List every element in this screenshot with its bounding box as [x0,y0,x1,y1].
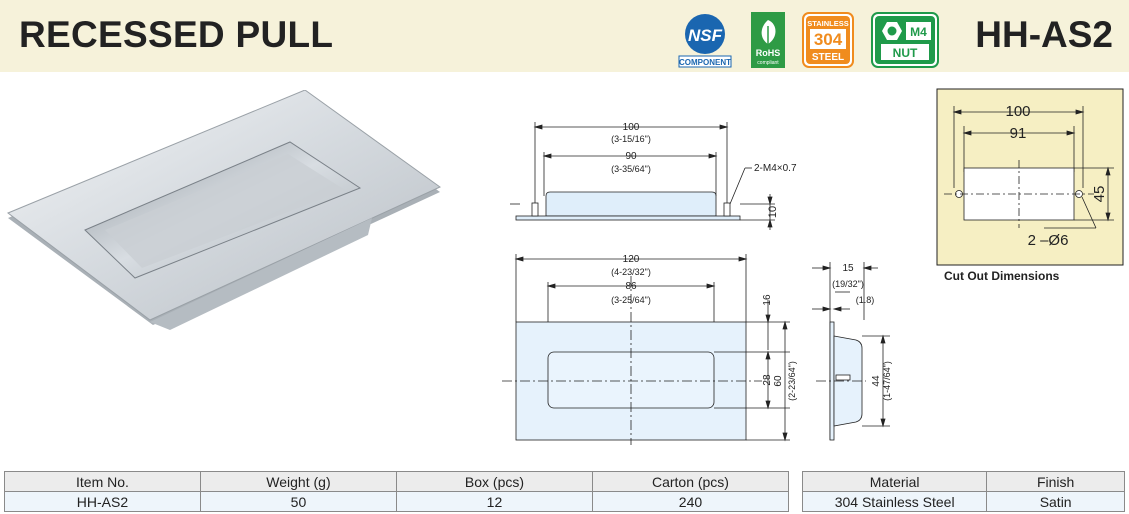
dim-end-44: 44 [871,375,882,387]
dim-front-28: 28 [762,374,773,386]
dim-side-10: 10 [767,206,779,218]
dim-front-60-inch: (2-23/64") [787,361,797,401]
material-table: Material Finish 304 Stainless Steel Sati… [801,471,1125,512]
material-table-row: 304 Stainless Steel Satin [801,491,1125,512]
cell-item-no: HH-AS2 [4,491,201,512]
page-title: RECESSED PULL [19,14,334,55]
model-number: HH-AS2 [975,14,1113,55]
spec-table-header: Item No. Weight (g) Box (pcs) Carton (pc… [4,471,790,492]
nsf-component-icon: NSF COMPONENT [678,14,732,68]
cutout-caption: Cut Out Dimensions [944,269,1060,283]
dim-side-100: 100 [623,122,640,133]
header-carton: Carton (pcs) [591,471,790,492]
stainless-304-steel-icon: STAINLESS 304 STEEL [802,12,854,68]
header-item-no: Item No. [4,471,201,492]
dim-front-16: 16 [762,294,773,306]
svg-text:STEEL: STEEL [812,52,844,63]
header-weight: Weight (g) [199,471,397,492]
cell-carton: 240 [591,491,790,512]
svg-text:NSF: NSF [688,26,723,45]
spec-table-row: HH-AS2 50 12 240 [4,491,790,512]
dim-front-120-inch: (4-23/32") [611,267,651,277]
spec-table: Item No. Weight (g) Box (pcs) Carton (pc… [4,471,790,512]
dim-end-15: 15 [842,263,854,274]
header-box: Box (pcs) [395,471,593,492]
cutout-dim-91: 91 [1010,125,1027,142]
svg-text:compliant: compliant [757,60,779,66]
cell-finish: Satin [986,491,1125,512]
dim-side-90: 90 [625,151,637,162]
svg-text:COMPONENT: COMPONENT [679,58,731,67]
technical-drawing: 100 (3-15/16") 90 (3-35/64") 2-M4×0.7 10… [502,122,892,445]
dim-front-86-inch: (3-25/64") [611,295,651,305]
svg-text:304: 304 [814,30,843,49]
cutout-dimensions-panel: 100 91 45 2 –Ø6 [936,88,1124,266]
dim-end-1-8: (1.8) [856,295,875,305]
cell-box: 12 [395,491,593,512]
header-band [0,0,1129,72]
cell-weight: 50 [199,491,397,512]
dim-end-15-inch: (19/32") [832,279,864,289]
svg-text:M4: M4 [910,25,927,39]
dim-side-100-inch: (3-15/16") [611,134,651,144]
dim-front-60: 60 [773,375,784,387]
cell-material: 304 Stainless Steel [801,491,988,512]
material-table-header: Material Finish [801,471,1125,492]
cutout-holes: 2 –Ø6 [1028,232,1069,249]
product-photo [7,90,441,330]
dim-end-44-inch: (1-47/64") [882,361,892,401]
rohs-compliant-icon: RoHS compliant [751,12,785,68]
thread-callout: 2-M4×0.7 [754,163,797,174]
svg-text:RoHS: RoHS [756,48,781,58]
cutout-dim-45: 45 [1091,186,1108,203]
m4-nut-icon: M4 NUT [871,12,939,68]
dim-front-86: 86 [625,281,637,292]
svg-text:STAINLESS: STAINLESS [807,19,849,28]
dim-front-120: 120 [623,254,640,265]
cutout-dim-100: 100 [1005,103,1030,120]
dim-side-90-inch: (3-35/64") [611,164,651,174]
header-material: Material [801,471,988,492]
svg-text:NUT: NUT [893,46,918,60]
header-finish: Finish [986,471,1125,492]
